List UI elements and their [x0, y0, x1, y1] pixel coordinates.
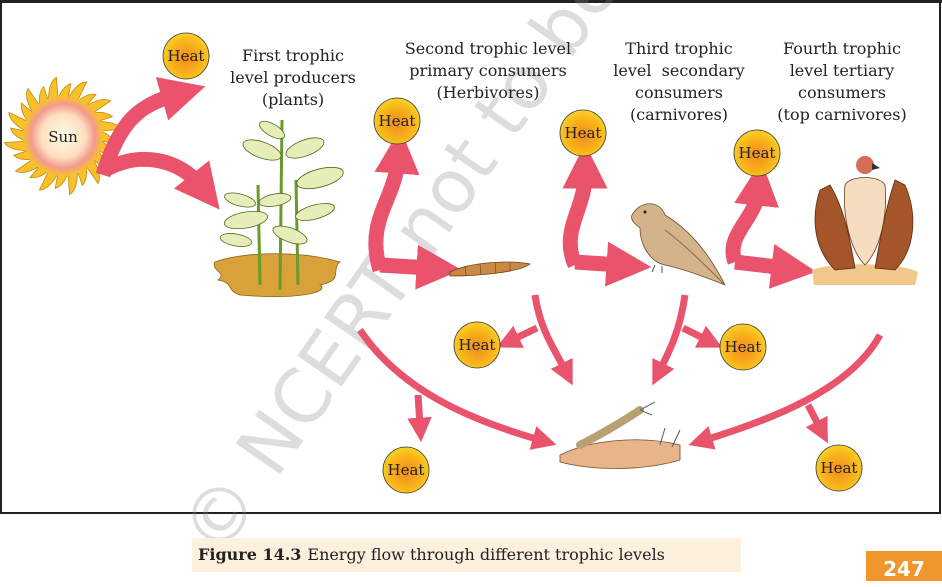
heat-circle: Heat	[162, 32, 210, 80]
page-number: 247	[866, 551, 942, 581]
figure-number: Figure 14.3	[198, 545, 302, 564]
trophic-level-label: level producers	[230, 68, 356, 87]
heat-label: Heat	[379, 112, 416, 130]
trophic-level-label: First trophic	[242, 46, 344, 65]
heat-circle: Heat	[559, 109, 607, 157]
heat-label: Heat	[821, 459, 858, 477]
trophic-level-label: Second trophic level	[405, 39, 571, 58]
trophic-level-label: consumers	[635, 83, 723, 102]
caterpillar-illustration	[449, 261, 531, 277]
heat-circle: Heat	[733, 129, 781, 177]
plants-illustration	[213, 119, 344, 297]
energy-arrows	[95, 77, 884, 450]
sun: Sun	[3, 76, 123, 196]
sun-label: Sun	[48, 128, 78, 146]
heat-label: Heat	[725, 338, 762, 356]
trophic-level-label: (Herbivores)	[437, 83, 540, 102]
trophic-level-label: Third trophic	[625, 39, 732, 58]
heat-circle: Heat	[373, 97, 421, 145]
heat-label: Heat	[459, 336, 496, 354]
heat-label: Heat	[168, 47, 205, 65]
heat-label: Heat	[739, 144, 776, 162]
trophic-level-label: (plants)	[262, 90, 324, 109]
vulture-illustration	[812, 156, 918, 285]
heat-circle: Heat	[382, 446, 430, 494]
figure-caption: Figure 14.3 Energy flow through different…	[192, 538, 741, 572]
caption-text: Energy flow through different trophic le…	[307, 545, 665, 564]
trophic-level-label: level secondary	[613, 61, 744, 80]
heat-circle: Heat	[719, 323, 767, 371]
trophic-level-label: primary consumers	[409, 61, 566, 80]
heat-label: Heat	[565, 124, 602, 142]
trophic-level-label: (carnivores)	[630, 105, 728, 124]
decomposers-illustration	[559, 401, 681, 469]
energy-flow-diagram: © NCERT not to be republished Sun HeatHe…	[0, 0, 942, 540]
trophic-level-label: level tertiary	[790, 61, 895, 80]
bird-illustration	[631, 203, 726, 286]
heat-label: Heat	[388, 461, 425, 479]
trophic-level-label: consumers	[798, 83, 886, 102]
trophic-level-label: Fourth trophic	[783, 39, 901, 58]
trophic-level-label: (top carnivores)	[777, 105, 906, 124]
heat-circle: Heat	[453, 321, 501, 369]
heat-circle: Heat	[815, 444, 863, 492]
